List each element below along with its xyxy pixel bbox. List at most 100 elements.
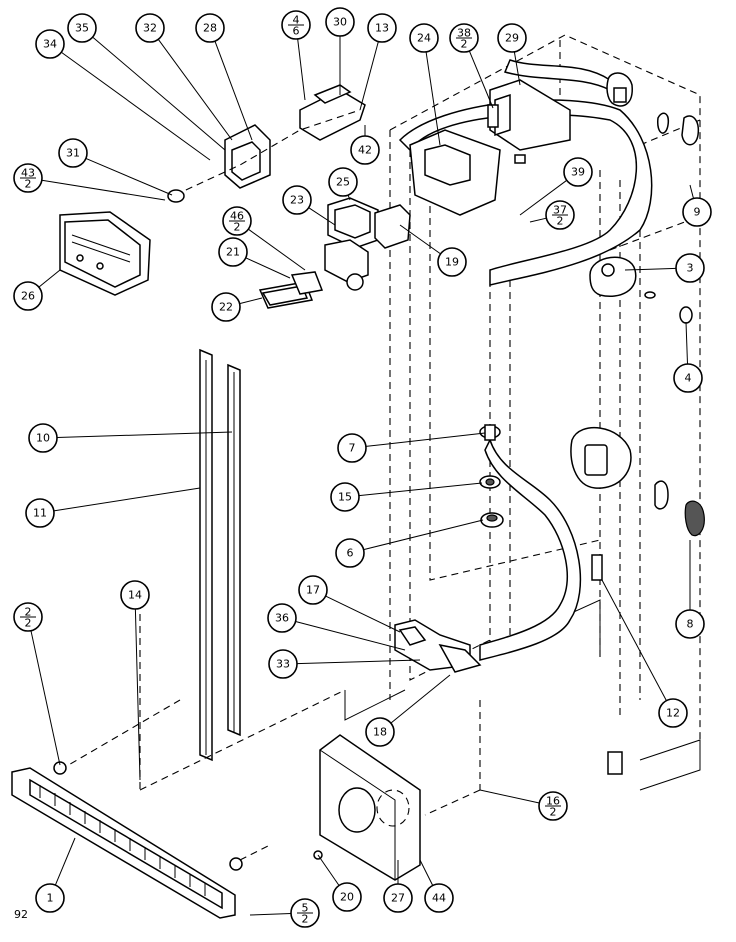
callout-27: 27 [383, 860, 413, 913]
callout-circle [211, 292, 241, 322]
leader-line [325, 595, 401, 633]
callout-circle [335, 538, 365, 568]
leader-line [689, 184, 694, 199]
callout-5-2: 52 [249, 898, 320, 928]
callout-label: 28 [203, 22, 217, 35]
leader-line [297, 38, 306, 101]
callout-label: 19 [445, 256, 459, 269]
leader-line [54, 837, 76, 886]
callout-label: 39 [571, 166, 585, 179]
callout-37-2: 372 [529, 200, 575, 230]
callout-42: 42 [350, 125, 380, 165]
leader-line [513, 51, 521, 86]
callout-label: 35 [75, 22, 89, 35]
callout-denominator: 2 [234, 221, 241, 234]
callout-18: 18 [365, 674, 451, 747]
callout-circle [195, 13, 225, 43]
callout-label: 7 [349, 442, 356, 455]
grille-slots [39, 785, 206, 896]
callout-30: 30 [325, 7, 355, 95]
callout-1: 1 [35, 837, 76, 913]
leader-line [363, 519, 484, 551]
callout-46-2: 462 [222, 206, 306, 271]
callout-label: 42 [358, 144, 372, 157]
callout-circle [409, 23, 439, 53]
callout-label: 29 [505, 32, 519, 45]
callout-11: 11 [25, 487, 201, 528]
side-parts [570, 72, 705, 775]
callout-circle [35, 29, 65, 59]
callout-circle [367, 13, 397, 43]
callout-circle [682, 197, 712, 227]
callout-circle [350, 135, 380, 165]
control-housing [167, 84, 366, 203]
callout-label: 44 [432, 892, 446, 905]
callout-38-2: 382 [449, 23, 494, 109]
leader-line [30, 630, 61, 766]
callout-43-2: 432 [13, 163, 166, 201]
leader-line [399, 224, 441, 255]
callout-36: 36 [267, 603, 406, 651]
leader-line [214, 40, 253, 141]
callout-circle [563, 157, 593, 187]
leader-line [519, 179, 568, 216]
callout-8: 8 [675, 540, 705, 639]
callout-label: 20 [340, 891, 354, 904]
callout-4: 4 [673, 321, 703, 393]
leader-line [248, 228, 306, 271]
callout-label: 33 [276, 658, 290, 671]
callout-label: 3 [687, 262, 694, 275]
leader-line [365, 432, 486, 447]
leader-line [239, 297, 263, 305]
callout-3: 3 [624, 253, 705, 283]
callout-denominator: 2 [25, 178, 32, 191]
callout-44: 44 [419, 859, 454, 913]
leader-line [468, 50, 494, 109]
callout-circle [298, 575, 328, 605]
callout-numerator: 46 [230, 210, 244, 223]
leader-line [38, 269, 61, 288]
leader-line [245, 257, 291, 279]
callout-circle [325, 7, 355, 37]
callout-circle [328, 167, 358, 197]
callout-circle [135, 13, 165, 43]
leader-line [56, 431, 233, 439]
callout-numerator: 5 [302, 902, 309, 915]
leader-line [358, 482, 483, 497]
callout-denominator: 2 [25, 617, 32, 630]
callout-label: 26 [21, 290, 35, 303]
callout-2-2: 22 [13, 602, 61, 766]
callout-circle [332, 882, 362, 912]
callout-label: 12 [666, 707, 680, 720]
callout-denominator: 2 [461, 38, 468, 51]
leader-line [296, 659, 421, 665]
callout-circle [218, 237, 248, 267]
callout-numerator: 37 [553, 204, 567, 217]
callout-circle [337, 433, 367, 463]
callout-denominator: 2 [302, 913, 309, 926]
callout-circle [58, 138, 88, 168]
leader-line [41, 179, 166, 201]
access-cover [313, 700, 481, 881]
leader-line [295, 621, 406, 651]
callout-7: 7 [337, 432, 486, 463]
callout-label: 24 [417, 32, 431, 45]
leader-line [624, 267, 677, 271]
callout-label: 4 [685, 372, 692, 385]
bracket-assembly [409, 79, 571, 216]
callout-17: 17 [298, 575, 401, 633]
callout-label: 27 [391, 892, 405, 905]
callout-label: 15 [338, 491, 352, 504]
callout-numerator: 43 [21, 167, 35, 180]
callout-9: 9 [682, 184, 712, 227]
callout-circle [675, 609, 705, 639]
callout-circle [330, 482, 360, 512]
callout-circle [282, 185, 312, 215]
leader-line [53, 487, 201, 512]
callout-13: 13 [359, 13, 397, 111]
callout-15: 15 [330, 482, 483, 512]
leader-line [134, 608, 141, 781]
leader-line [359, 41, 379, 111]
callout-16-2: 162 [479, 789, 568, 821]
